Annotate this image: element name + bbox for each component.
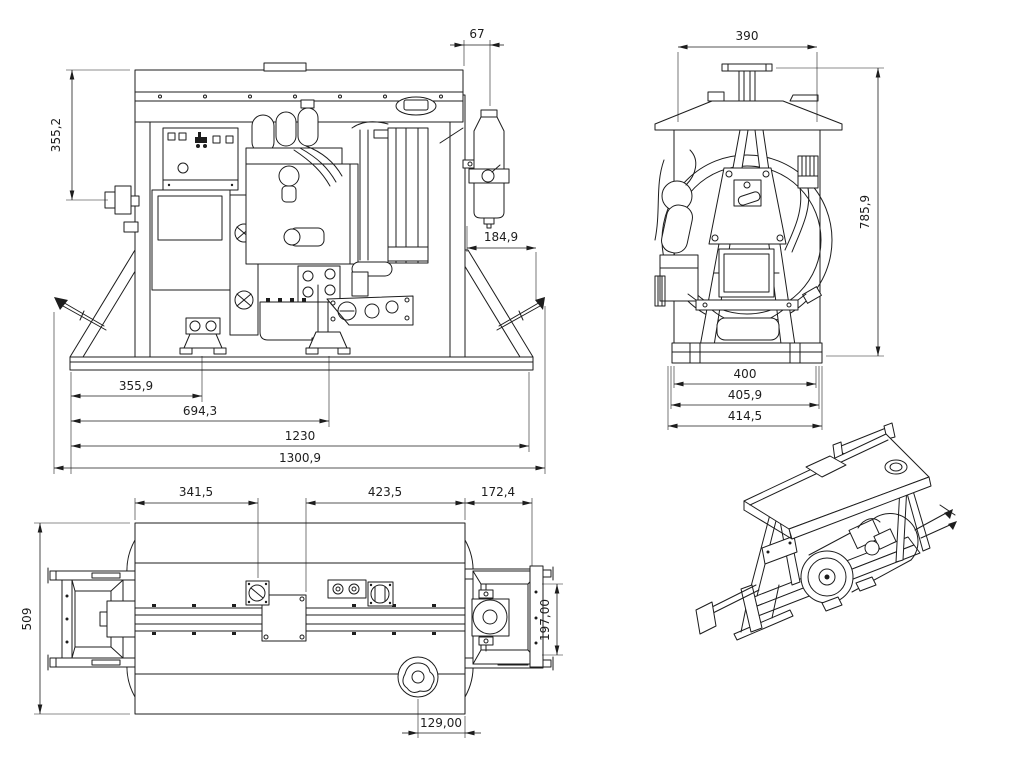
engine-symbol-icon — [195, 132, 207, 148]
iso-roof — [743, 422, 932, 540]
plan-dim-overall-depth: 509 — [20, 608, 34, 631]
front-left-machinery — [654, 149, 699, 307]
drum-hatch — [713, 248, 780, 298]
swivel-flange — [245, 580, 270, 606]
latch-lever — [737, 191, 761, 206]
plan-dim-end-section: 172,4 — [481, 485, 515, 499]
side-dim-foot2: 694,3 — [183, 404, 217, 418]
isometric-view — [695, 422, 957, 641]
front-dim-top-width: 390 — [736, 29, 759, 43]
plan-dimensions: 341,5 423,5 172,4 509 197,00 129,00 — [20, 485, 563, 738]
radiator — [351, 121, 429, 297]
fuel-water-separator — [462, 109, 510, 229]
left-hook — [54, 297, 107, 331]
iso-drum — [800, 513, 919, 604]
front-dim-base-width: 400 — [734, 367, 757, 381]
front-dim-mid-width: 405,9 — [728, 388, 762, 402]
right-hook — [496, 297, 545, 331]
front-base — [671, 342, 823, 364]
hydraulic-couplers — [327, 579, 367, 599]
side-dim-leg-span: 184,9 — [484, 230, 518, 244]
front-view: 390 785,9 400 405,9 414,5 — [654, 29, 884, 430]
front-dim-outer-width: 414,5 — [728, 409, 762, 423]
side-dimensions: 355,2 67 184,9 355,9 694,3 — [49, 27, 546, 474]
plan-dim-valve-offset: 129,00 — [420, 716, 462, 730]
side-dim-frame-height: 355,2 — [49, 118, 63, 152]
side-dim-base-width: 1230 — [285, 429, 316, 443]
drive-hub — [471, 583, 510, 652]
iso-hooks — [914, 504, 957, 539]
side-dim-foot1: 355,9 — [119, 379, 153, 393]
exhaust-flange — [721, 63, 773, 72]
engine-assembly — [151, 99, 429, 355]
side-dim-filter-offset: 67 — [469, 27, 484, 41]
plan-dim-hub-depth: 197,00 — [538, 599, 552, 641]
plan-dim-left-section: 341,5 — [179, 485, 213, 499]
side-view: 355,2 67 184,9 355,9 694,3 — [49, 27, 546, 474]
front-dim-overall-height: 785,9 — [858, 195, 872, 229]
canopy — [654, 63, 843, 131]
front-dimensions: 390 785,9 400 405,9 414,5 — [667, 29, 884, 430]
right-end-frame — [464, 565, 554, 671]
side-dim-overall-width: 1300,9 — [279, 451, 321, 465]
plan-view: 341,5 423,5 172,4 509 197,00 129,00 — [20, 485, 563, 738]
star-knob — [397, 656, 439, 698]
left-end-frame — [47, 567, 136, 671]
engine-mount-front — [179, 317, 227, 355]
drum-support — [687, 293, 807, 341]
a-frame — [698, 129, 797, 353]
front-right-machinery — [784, 155, 822, 304]
iso-stand — [695, 584, 794, 641]
output-shaft — [104, 185, 140, 233]
engine-mount-rear — [305, 331, 351, 355]
fuel-cap — [395, 96, 437, 116]
bearing-flange — [367, 581, 394, 607]
side-frame — [54, 62, 545, 371]
control-panel — [162, 127, 239, 191]
iso-engine — [821, 518, 897, 612]
plan-dim-right-section: 423,5 — [368, 485, 402, 499]
